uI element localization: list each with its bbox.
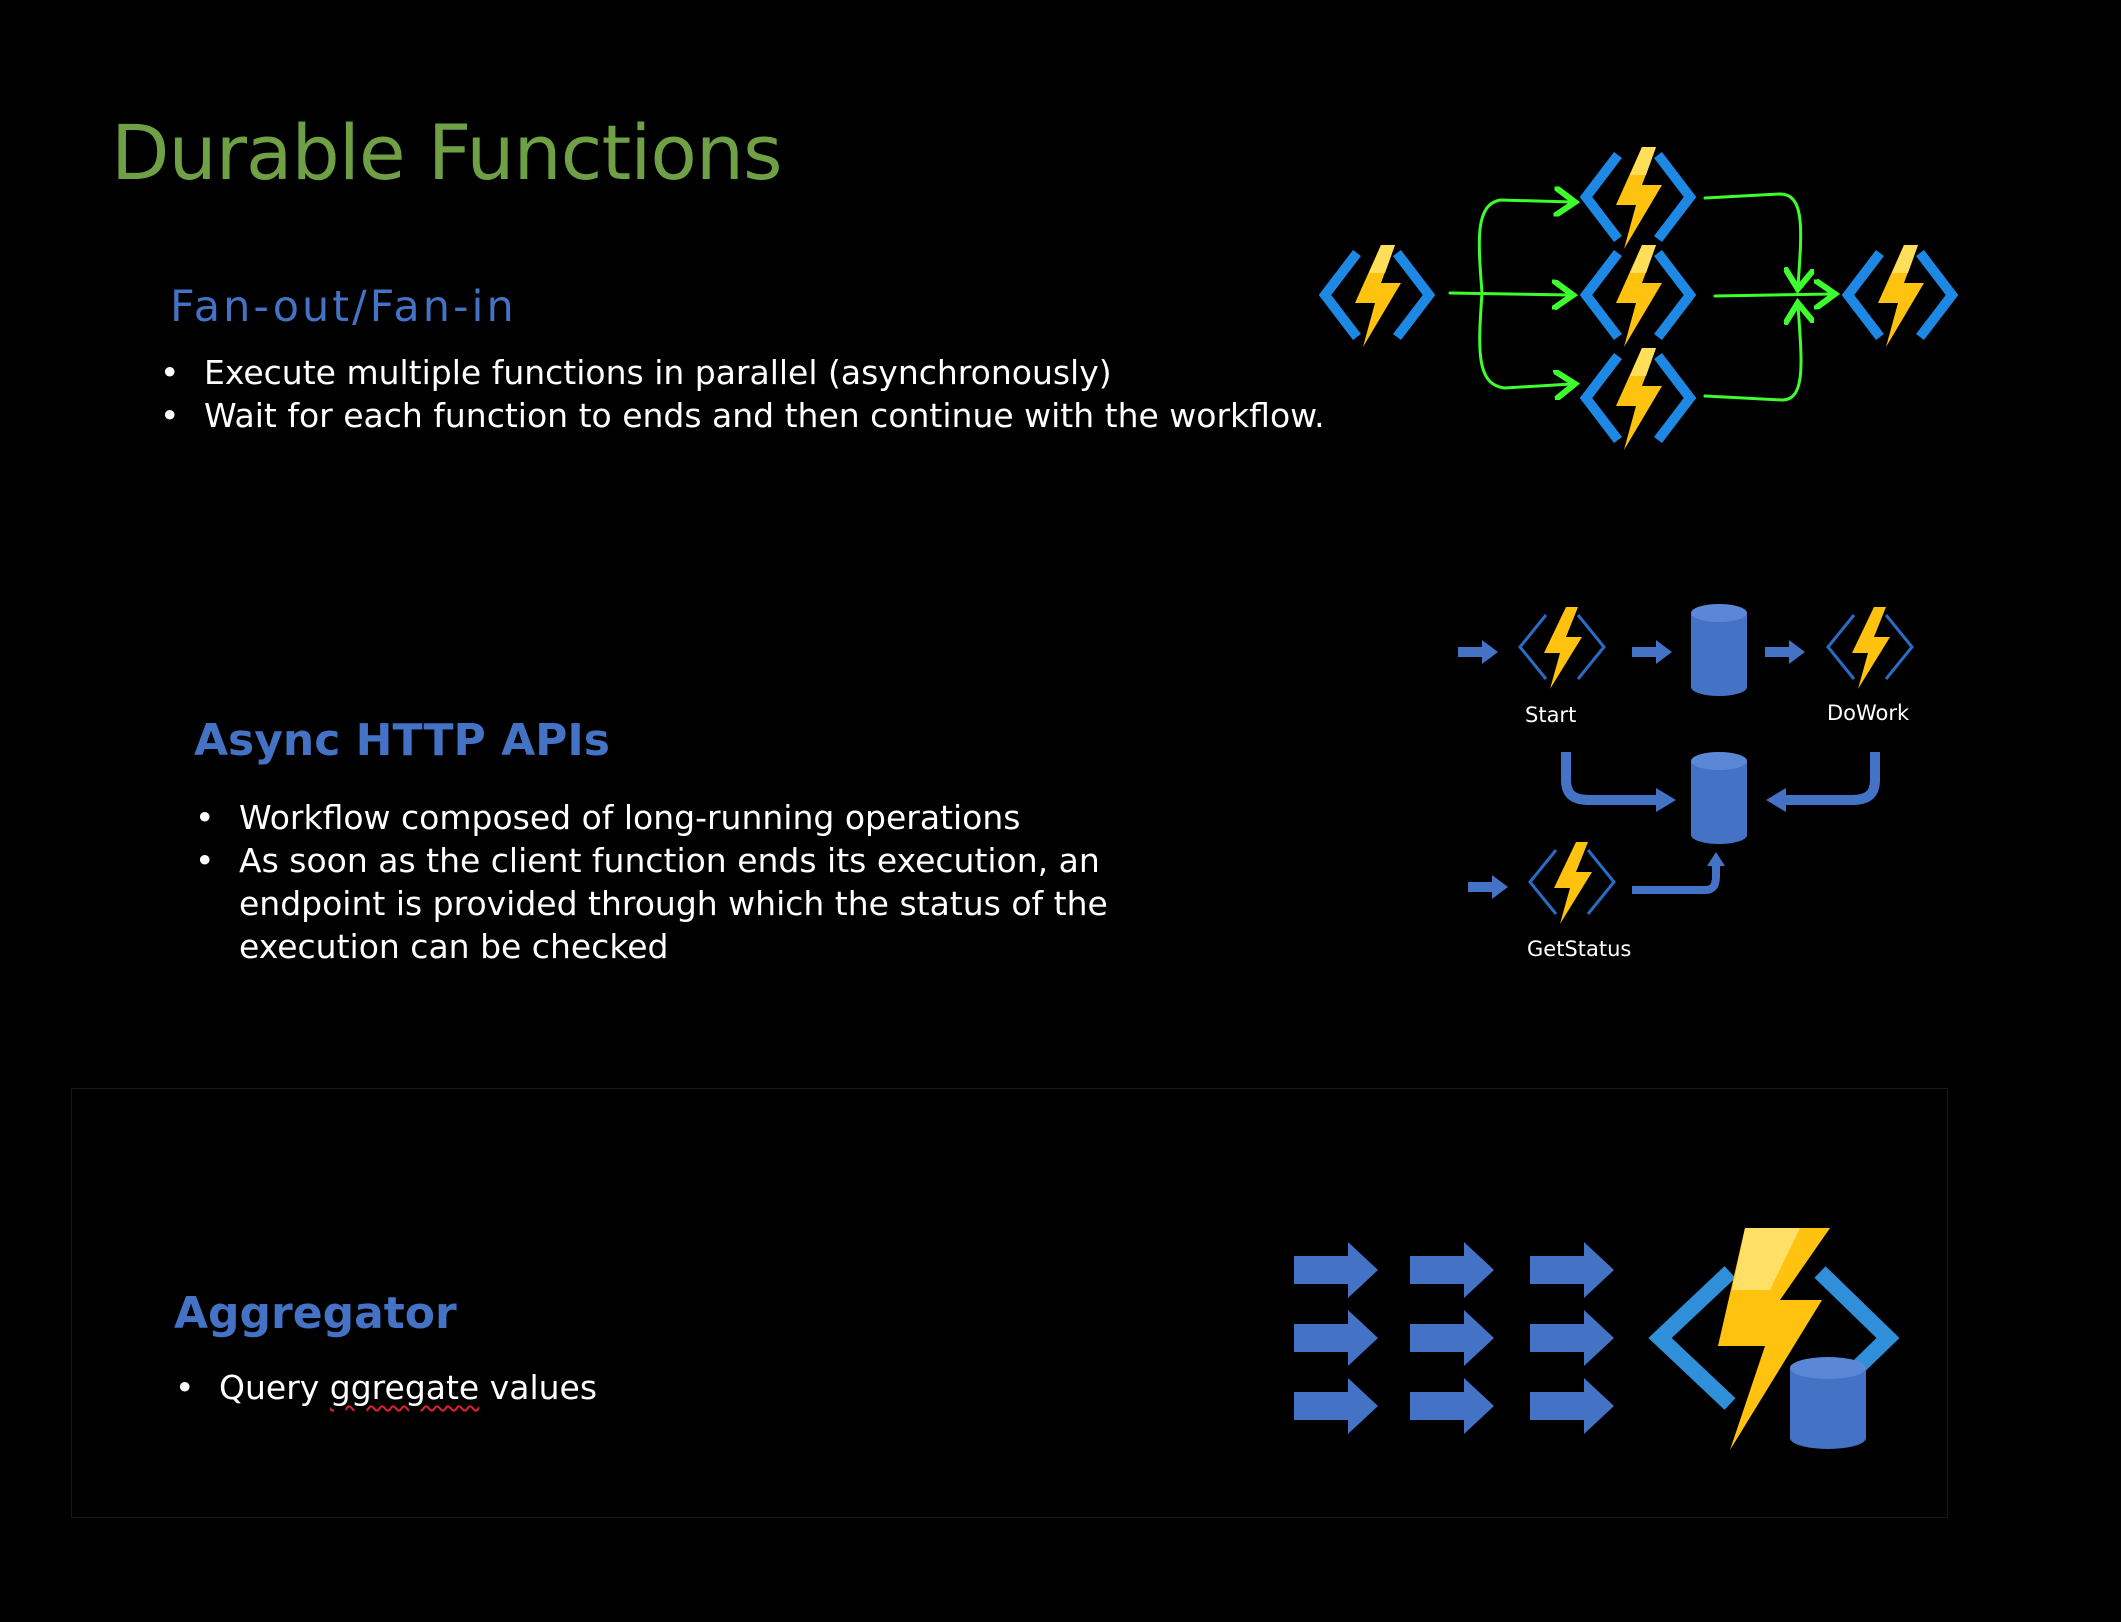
arrow-right-icon <box>1410 1310 1494 1366</box>
async-http-apis-bullets: Workflow composed of long-running operat… <box>195 796 1235 968</box>
bullet-text-suffix: values <box>479 1368 598 1407</box>
azure-function-icon <box>1586 348 1690 450</box>
fan-out-fan-in-bullets: Execute multiple functions in parallel (… <box>160 351 1360 437</box>
arrow-right-icon <box>1656 788 1676 812</box>
azure-function-icon <box>1518 605 1606 691</box>
azure-function-icon <box>1586 147 1690 249</box>
arrow-right-icon <box>1703 192 1801 286</box>
arrow-right-icon <box>1294 1242 1378 1298</box>
fan-out-fan-in-heading: Fan-out/Fan-in <box>170 282 517 332</box>
arrow-right-icon <box>1530 1378 1614 1434</box>
arrow-right-icon <box>1294 1310 1378 1366</box>
database-icon <box>1691 752 1747 844</box>
azure-function-icon <box>1528 840 1616 926</box>
arrow-right-icon <box>1410 1378 1494 1434</box>
dowork-label: DoWork <box>1827 701 1910 725</box>
getstatus-label: GetStatus <box>1527 937 1632 961</box>
arrow-right-icon <box>1530 1310 1614 1366</box>
azure-function-icon <box>1325 245 1429 347</box>
azure-function-icon <box>1826 605 1914 691</box>
bullet-text-prefix: Query <box>219 1368 330 1407</box>
arrow-right-icon <box>1410 1242 1494 1298</box>
arrow-right-icon <box>1703 306 1801 402</box>
aggregator-bullets: Query ggregate values <box>175 1366 875 1409</box>
arrow-right-icon <box>1713 294 1832 296</box>
misspelled-word: ggregate <box>329 1368 480 1407</box>
aggregator-panel <box>71 1088 1948 1518</box>
arrow-right-icon <box>1530 1242 1614 1298</box>
database-icon <box>1691 604 1747 696</box>
connector-line <box>1632 862 1720 894</box>
fan-out-fan-in-diagram <box>1325 147 1952 450</box>
connector-line <box>1561 752 1660 805</box>
async-http-apis-diagram <box>1458 604 1914 926</box>
arrow-left-icon <box>1766 788 1786 812</box>
arrow-right-icon <box>1468 875 1508 899</box>
connector-line <box>1782 752 1880 805</box>
async-http-apis-heading: Async HTTP APIs <box>194 715 610 766</box>
list-item: As soon as the client function ends its … <box>195 839 1235 968</box>
list-item: Wait for each function to ends and then … <box>160 394 1360 437</box>
aggregator-heading: Aggregator <box>174 1288 457 1339</box>
arrow-up-icon <box>1707 852 1725 866</box>
slide-title: Durable Functions <box>111 108 783 197</box>
arrow-right-icon <box>1765 640 1805 664</box>
list-item: Query ggregate values <box>175 1366 875 1409</box>
arrow-right-icon <box>1477 200 1572 295</box>
azure-function-icon <box>1848 245 1952 347</box>
arrow-right-icon <box>1458 640 1498 664</box>
list-item: Workflow composed of long-running operat… <box>195 796 1235 839</box>
start-label: Start <box>1525 703 1577 727</box>
database-icon <box>1790 1357 1866 1449</box>
arrow-right-icon <box>1448 293 1570 295</box>
azure-function-icon <box>1586 245 1690 347</box>
arrow-right-icon <box>1632 640 1672 664</box>
list-item: Execute multiple functions in parallel (… <box>160 351 1360 394</box>
arrow-right-icon <box>1478 291 1572 388</box>
aggregator-diagram <box>1294 1228 1900 1450</box>
arrow-right-icon <box>1294 1378 1378 1434</box>
